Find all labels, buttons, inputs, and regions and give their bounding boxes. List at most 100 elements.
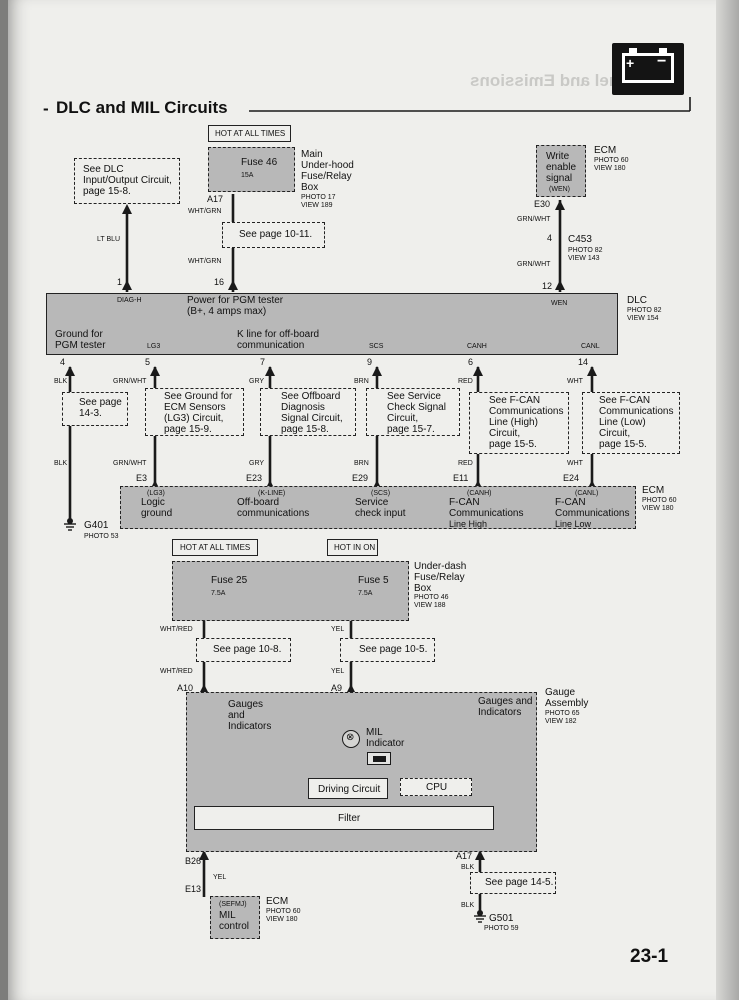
ecm-label-communications: communications xyxy=(237,508,310,519)
gauges-left-line1: Gauges xyxy=(228,699,264,710)
gauges-left-line3: Indicators xyxy=(228,721,272,732)
pin-4: 4 xyxy=(60,357,66,367)
wire-wht-top: WHT xyxy=(567,378,583,385)
c453-photo: PHOTO 82 xyxy=(568,247,603,254)
underdash-line1: Under-dash xyxy=(414,561,467,572)
wire-yel-2: YEL xyxy=(331,668,345,675)
driving-circuit-text: Driving Circuit xyxy=(318,784,381,795)
ecm-mil-control: (SEFMJ) MIL control xyxy=(210,896,260,939)
wire-blk-top: BLK xyxy=(54,378,68,385)
wire-yel-1: YEL xyxy=(331,626,345,633)
underdash-photo: PHOTO 46 xyxy=(414,594,449,601)
wire-grn-wht-top: GRN/WHT xyxy=(113,378,147,385)
filter-text: Filter xyxy=(338,813,361,824)
pin-e13: E13 xyxy=(185,884,202,894)
page-title-prefix: - xyxy=(43,99,49,118)
see-fcan-high: See F-CAN Communications Line (High) Cir… xyxy=(469,392,569,454)
see-fcanl-line1: See F-CAN xyxy=(599,395,651,406)
ecm-code-scs: (SCS) xyxy=(371,490,391,497)
ecm-connector-mid: (LG3) Logic ground (K-LINE) Off-board co… xyxy=(120,486,636,529)
underdash-line3: Box xyxy=(414,583,432,594)
see-service-line2: Check Signal xyxy=(387,402,446,413)
see-offboard-line2: Diagnosis xyxy=(281,402,325,413)
see-fcanh-line1: See F-CAN xyxy=(489,395,541,406)
mil-label-line2: Indicator xyxy=(366,738,405,749)
ecm-label-ground: ground xyxy=(141,508,173,519)
gauges-left-line2: and xyxy=(228,710,245,721)
mil-bulb-icon: ⊗ xyxy=(342,730,360,748)
main-box-photo: PHOTO 17 xyxy=(301,194,336,201)
pin-b26: B26 xyxy=(185,856,202,866)
hot-at-all-times-text-2: HOT AT ALL TIMES xyxy=(180,543,251,552)
fuse25-label: Fuse 25 xyxy=(211,575,248,586)
dlc-photo: PHOTO 82 xyxy=(627,307,662,314)
see-ground-line3: (LG3) Circuit, xyxy=(164,413,224,424)
underdash-line2: Fuse/Relay xyxy=(414,572,465,583)
ecm-mid-view: VIEW 180 xyxy=(642,505,674,512)
ground-g401: G401 xyxy=(84,520,109,531)
dlc-diag-h: DIAG-H xyxy=(117,297,142,304)
wire-red-top: RED xyxy=(458,378,473,385)
mil-label-line1: MIL xyxy=(366,727,383,738)
dlc-kline-line2: communication xyxy=(237,340,305,351)
see-dlc-io-circuit: See DLC Input/Output Circuit, page 15-8. xyxy=(74,158,180,204)
see-fcanh-line3: Line (High) xyxy=(489,417,538,428)
ecm-bottom-name: ECM xyxy=(266,896,289,907)
wire-wht-bottom: WHT xyxy=(567,460,583,467)
ecm-code-canh: (CANH) xyxy=(467,490,492,497)
gauge-assembly-line1: Gauge xyxy=(545,687,576,698)
ecm-label-line-high: Line High xyxy=(449,519,488,529)
see-page-10-8: See page 10-8. xyxy=(196,638,291,662)
wire-lt-blu: LT BLU xyxy=(97,236,121,243)
dlc-canh: CANH xyxy=(467,343,487,350)
fuse46-amps: 15A xyxy=(241,172,254,179)
see-fcanh-line4: Circuit, xyxy=(489,428,521,439)
wire-wht-grn-1: WHT/GRN xyxy=(188,208,222,215)
hot-in-on-label: HOT IN ON xyxy=(327,539,378,556)
dlc-kline-line1: K line for off-board xyxy=(237,329,320,340)
ecm-mil-code: (SEFMJ) xyxy=(219,901,247,908)
see-offboard-diagnosis: See Offboard Diagnosis Signal Circuit, p… xyxy=(260,388,356,436)
pin-a9: A9 xyxy=(331,683,343,693)
dlc-connector: DIAG-H WEN Power for PGM tester (B+, 4 a… xyxy=(46,293,618,355)
ecm-top-view: VIEW 180 xyxy=(594,165,626,172)
pin-a17-top: A17 xyxy=(207,194,224,204)
driving-circuit: Driving Circuit xyxy=(308,778,388,799)
dlc-canl: CANL xyxy=(581,343,600,350)
page-number: 23-1 xyxy=(630,946,669,967)
dlc-lg3: LG3 xyxy=(147,343,161,350)
wire-grn-wht-2: GRN/WHT xyxy=(517,261,551,268)
dlc-wen: WEN xyxy=(551,300,568,307)
see-service-check: See Service Check Signal Circuit, page 1… xyxy=(366,388,460,436)
fuse5-amps: 7.5A xyxy=(358,590,373,597)
wire-brn-bottom: BRN xyxy=(354,460,369,467)
see-page-14-5-text: See page 14-5. xyxy=(485,877,554,888)
dlc-view: VIEW 154 xyxy=(627,315,659,322)
see-14-3-line2: 14-3. xyxy=(79,408,102,419)
underdash-fuse-box: Fuse 25 7.5A Fuse 5 7.5A xyxy=(172,561,409,621)
wire-brn-top: BRN xyxy=(354,378,369,385)
ecm-top-photo: PHOTO 60 xyxy=(594,157,629,164)
filter-block: Filter xyxy=(194,806,494,830)
wire-wht-grn-2: WHT/GRN xyxy=(188,258,222,265)
dlc-ground-line2: PGM tester xyxy=(55,340,106,351)
g501-photo: PHOTO 59 xyxy=(484,925,519,932)
see-service-line4: page 15-7. xyxy=(387,424,435,435)
wire-yel-bottom: YEL xyxy=(213,874,227,881)
gauges-right-line2: Indicators xyxy=(478,707,522,718)
page-title: DLC and MIL Circuits xyxy=(56,98,228,117)
see-page-10-8-text: See page 10-8. xyxy=(213,644,282,655)
hot-at-all-times-label-2: HOT AT ALL TIMES xyxy=(172,539,258,556)
dlc-ground-line1: Ground for xyxy=(55,329,103,340)
pin-1: 1 xyxy=(117,277,123,287)
pin-a10: A10 xyxy=(177,683,194,693)
dlc-scs: SCS xyxy=(369,343,384,350)
see-page-10-11: See page 10-11. xyxy=(222,222,325,248)
binding-edge xyxy=(0,0,8,1000)
dlc-power-line2: (B+, 4 amps max) xyxy=(187,306,267,317)
gauge-assembly-view: VIEW 182 xyxy=(545,718,577,725)
connector-c453: C453 xyxy=(568,234,592,245)
see-service-line1: See Service xyxy=(387,391,441,402)
see-ground-line2: ECM Sensors xyxy=(164,402,226,413)
ecm-bottom-photo: PHOTO 60 xyxy=(266,908,301,915)
